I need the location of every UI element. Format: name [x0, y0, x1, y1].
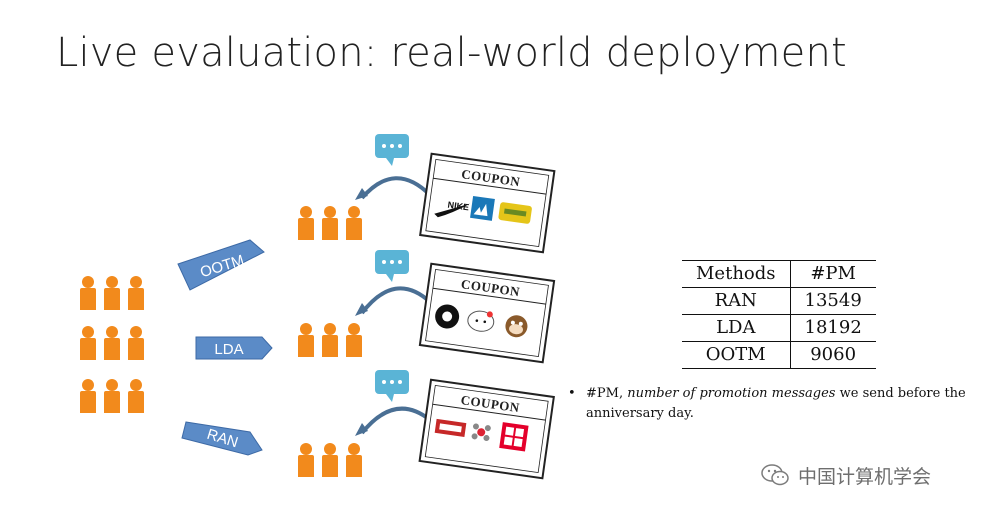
table-row: LDA 18192 — [682, 314, 876, 342]
speech-bubble-icon — [375, 370, 409, 402]
coupon-card: COUPON — [418, 378, 555, 480]
table-cell-method: LDA — [682, 314, 791, 342]
table-cell-method: RAN — [682, 287, 791, 315]
wechat-icon — [761, 464, 789, 486]
coupon-card: COUPON — [418, 262, 556, 364]
column-header: Methods — [682, 260, 791, 288]
curved-arrow-icon — [355, 176, 432, 200]
table-cell-pm: 9060 — [790, 341, 876, 369]
uniqlo-logo — [499, 422, 529, 452]
table-row: RAN 13549 — [682, 287, 876, 315]
adidas-logo — [470, 195, 495, 221]
paul-frank-logo — [505, 315, 528, 338]
tag-lda: LDA — [195, 336, 273, 360]
user-crowd-icon — [80, 276, 144, 413]
vans-logo — [434, 418, 467, 437]
footnote-emphasis: number of promotion messages — [627, 386, 836, 401]
brand-logo-yellow — [498, 202, 532, 224]
nike-logo: NIKE — [434, 200, 471, 218]
table-cell-pm: 18192 — [790, 314, 876, 342]
tag-ran: RAN — [181, 421, 263, 456]
column-header: #PM — [790, 260, 876, 288]
footnote-suffix: we send before the anniversary day. — [586, 386, 966, 421]
bullet-icon: • — [568, 386, 576, 401]
footnote-text: #PM, number of promotion messages we sen… — [586, 384, 993, 424]
user-group-icon — [298, 443, 362, 477]
curved-arrow-icon — [355, 286, 432, 316]
table-row: OOTM 9060 — [682, 341, 876, 369]
hello-kitty-logo — [467, 310, 495, 332]
user-group-icon — [298, 323, 362, 357]
table-cell-method: OOTM — [682, 341, 791, 369]
pm-table: Methods #PM RAN 13549 LDA 18192 OOTM 906… — [682, 260, 876, 369]
watermark-text: 中国计算机学会 — [798, 465, 932, 488]
curved-arrow-icon — [355, 406, 432, 436]
footnote-prefix: #PM, — [586, 386, 624, 401]
speech-bubble-icon — [375, 250, 409, 282]
flower-brand-logo — [471, 423, 491, 442]
converse-logo — [435, 304, 460, 329]
speech-bubble-icon — [375, 134, 409, 166]
table-header-row: Methods #PM — [682, 260, 876, 288]
footnote: • #PM, number of promotion messages we s… — [568, 384, 993, 424]
svg-text:NIKE: NIKE — [447, 200, 470, 213]
coupon-card: COUPON NIKE — [419, 152, 556, 254]
tag-ootm: OOTM — [177, 239, 265, 291]
watermark: 中国计算机学会 — [760, 460, 931, 490]
table-cell-pm: 13549 — [790, 287, 876, 315]
user-group-icon — [298, 206, 362, 240]
slide-title: Live evaluation: real-world deployment — [56, 30, 847, 76]
tag-label-lda: LDA — [214, 341, 243, 358]
